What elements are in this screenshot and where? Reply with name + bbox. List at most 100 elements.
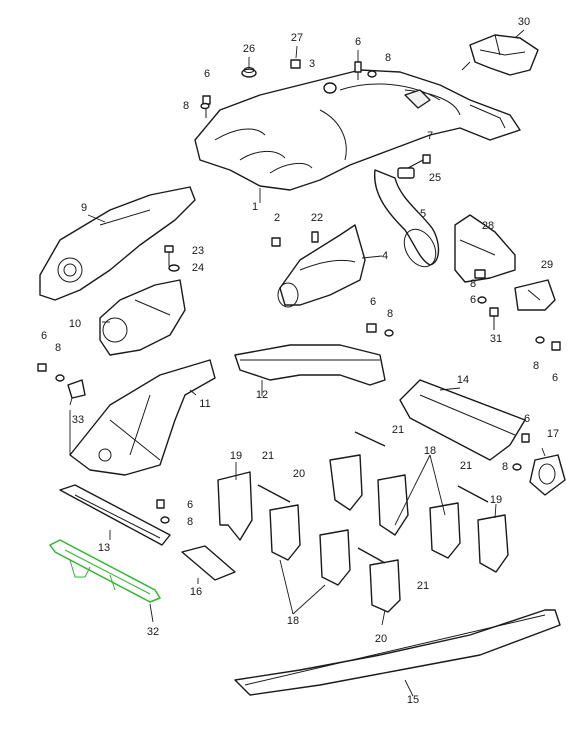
callout-25: 25 — [429, 172, 441, 184]
callout-27: 27 — [291, 32, 303, 44]
callout-labels: 30 26 27 6 8 3 6 8 7 25 1 9 2 22 5 28 23… — [41, 16, 559, 706]
part-24-washer[interactable] — [168, 264, 180, 272]
callout-4: 4 — [382, 250, 388, 262]
callout-8: 8 — [387, 308, 393, 320]
callout-30: 30 — [518, 16, 530, 28]
callout-13: 13 — [98, 542, 110, 554]
part-28-flap[interactable] — [454, 214, 516, 283]
part-6-bolt-far-left[interactable] — [37, 363, 47, 372]
callout-6: 6 — [355, 36, 361, 48]
part-21-rod-c[interactable] — [457, 485, 489, 503]
part-4-funnel-housing[interactable] — [277, 224, 366, 308]
callout-20: 20 — [293, 468, 305, 480]
part-8-washer-center[interactable] — [384, 329, 394, 337]
part-7-bolt[interactable] — [407, 154, 431, 169]
part-15-long-rail[interactable] — [234, 609, 561, 696]
part-19-flap-right[interactable] — [477, 514, 509, 573]
callout-21: 21 — [417, 580, 429, 592]
callout-18: 18 — [424, 445, 436, 457]
part-12-center-cover[interactable] — [234, 344, 386, 386]
callout-19: 19 — [490, 494, 502, 506]
part-19-flap-left[interactable] — [217, 471, 253, 541]
part-13-rail[interactable] — [59, 484, 171, 546]
callout-14: 14 — [457, 374, 469, 386]
callout-6: 6 — [470, 294, 476, 306]
part-6-bolt-lower[interactable] — [156, 499, 165, 509]
callout-23: 23 — [192, 245, 204, 257]
leader-lines — [69, 29, 546, 697]
part-21-rod-b[interactable] — [354, 431, 386, 447]
part-11-side-panel[interactable] — [69, 359, 216, 476]
part-14-tray[interactable] — [399, 379, 526, 461]
part-32-channel-highlighted[interactable] — [49, 539, 161, 603]
callout-32: 32 — [147, 626, 159, 638]
callout-21: 21 — [262, 450, 274, 462]
part-8-washer-lower[interactable] — [160, 516, 170, 524]
part-22-clip[interactable] — [311, 231, 319, 243]
callout-8: 8 — [55, 342, 61, 354]
callout-24: 24 — [192, 262, 204, 274]
callout-21: 21 — [392, 424, 404, 436]
part-6-bolt-right[interactable] — [521, 433, 530, 443]
part-5-air-duct[interactable] — [374, 169, 442, 272]
part-31-bolt[interactable] — [489, 307, 499, 330]
part-33-bracket[interactable] — [67, 379, 86, 399]
callout-11: 11 — [199, 398, 210, 410]
part-8-washer-mid-right[interactable] — [477, 296, 545, 344]
part-18-flap-a[interactable] — [377, 474, 409, 536]
part-18-flap-c[interactable] — [319, 529, 351, 586]
part-25-clamp[interactable] — [397, 167, 415, 179]
part-23-bolt[interactable] — [164, 245, 174, 266]
part-27-clip[interactable] — [290, 59, 301, 69]
callout-2: 2 — [274, 212, 280, 224]
callout-33: 33 — [72, 414, 84, 426]
callout-9: 9 — [81, 202, 87, 214]
part-16-bracket[interactable] — [181, 545, 236, 581]
callout-3: 3 — [309, 58, 315, 70]
callout-8: 8 — [470, 278, 476, 290]
callout-12: 12 — [256, 389, 268, 401]
callout-26: 26 — [243, 43, 255, 55]
part-1-engine-shroud[interactable] — [194, 69, 521, 191]
callout-15: 15 — [407, 694, 419, 706]
part-26-grommet[interactable] — [241, 67, 257, 78]
part-10-fan-cover[interactable] — [99, 279, 186, 356]
part-3-nut[interactable] — [323, 82, 337, 94]
part-21-rod-a[interactable] — [257, 484, 291, 503]
callout-7: 7 — [427, 130, 433, 142]
callout-22: 22 — [311, 212, 323, 224]
callout-6: 6 — [552, 372, 558, 384]
part-18-flap-d[interactable] — [429, 502, 461, 559]
callout-28: 28 — [482, 220, 494, 232]
part-8-washer-top[interactable] — [367, 70, 377, 78]
callout-6: 6 — [524, 413, 530, 425]
part-8-washer-right[interactable] — [512, 463, 522, 471]
callout-8: 8 — [187, 516, 193, 528]
callout-10: 10 — [69, 318, 81, 330]
callout-8: 8 — [502, 461, 508, 473]
callout-6: 6 — [204, 68, 210, 80]
callout-21: 21 — [460, 460, 472, 472]
part-17-collar[interactable] — [529, 454, 566, 496]
part-8-washer-left[interactable] — [200, 102, 210, 110]
callout-8: 8 — [533, 360, 539, 372]
part-8-washer-far-left[interactable] — [55, 374, 65, 382]
callout-6: 6 — [370, 296, 376, 308]
callout-8: 8 — [385, 52, 391, 64]
part-2-bushing[interactable] — [271, 237, 281, 247]
part-20-flap-lower[interactable] — [369, 559, 401, 613]
callout-20: 20 — [375, 633, 387, 645]
part-30-bracket[interactable] — [461, 34, 539, 76]
part-6-bolt-mid-right[interactable] — [551, 341, 561, 351]
callout-17: 17 — [547, 428, 559, 440]
callout-18: 18 — [287, 615, 299, 627]
part-6-bolt-center[interactable] — [366, 323, 377, 333]
part-18-flap-b[interactable] — [269, 504, 301, 561]
callout-16: 16 — [190, 586, 202, 598]
callout-6: 6 — [187, 499, 193, 511]
part-21-rod-d[interactable] — [357, 547, 386, 564]
part-20-flap-upper[interactable] — [329, 454, 363, 511]
callout-29: 29 — [541, 259, 553, 271]
part-9-fan-shroud[interactable] — [39, 186, 196, 301]
part-29-bracket[interactable] — [514, 279, 556, 311]
